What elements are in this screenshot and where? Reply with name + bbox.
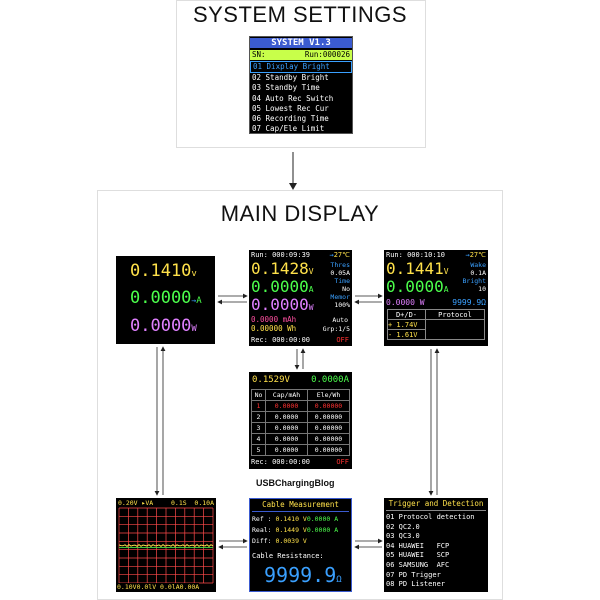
graph-plot	[118, 507, 214, 584]
main-run: Run: 000:09:39	[251, 251, 311, 259]
system-menu-item[interactable]: 07 Cap/Ele Limit	[252, 124, 325, 134]
dplus-table: D+/D- Protocol + 1.74V - 1.61V	[387, 309, 485, 340]
main-auto: Auto	[332, 316, 348, 324]
graph-top-mid: 0.1S	[171, 499, 187, 507]
main-voltage: 0.1428V	[251, 259, 314, 278]
dplus-screen: Run: 000:10:10 →27℃ 0.1441V 0.0000A Wake…	[384, 250, 488, 346]
system-settings-screen: SYSTEM V1.3 SN: Run:000026 01 Dixplay Br…	[249, 36, 353, 134]
dplus-voltage: 0.1441V	[386, 259, 449, 278]
trigger-menu-item[interactable]: 02 QC2.0	[386, 522, 420, 531]
side-label: Time	[334, 277, 350, 285]
dplus-power: 0.0000 W	[386, 298, 425, 307]
system-menu-item[interactable]: 02 Standby Bright	[252, 73, 329, 83]
trigger-title: Trigger and Detection	[388, 499, 484, 508]
main-mah: 0.0000 mAh	[251, 315, 297, 324]
trigger-screen: Trigger and Detection 01 Protocol detect…	[384, 498, 488, 592]
record-voltage: 0.1529V	[252, 375, 290, 385]
main-display-heading: MAIN DISPLAY	[220, 201, 380, 226]
system-menu-item[interactable]: 05 Lowest Rec Cur	[252, 103, 329, 113]
graph-top-right: 0.10A	[194, 499, 214, 507]
graph-screen: 0.20V ▸VA 0.1S 0.10A 0.10V0.0lV 0.0lA0.0…	[116, 498, 216, 592]
side-label: Thres	[330, 261, 350, 269]
side-label: No	[342, 285, 350, 293]
dminus-value: - 1.61V	[387, 329, 426, 340]
side-label: 0.1A	[470, 269, 486, 277]
simple-screen: 0.1410v 0.0000→A 0.0000W	[116, 256, 215, 344]
trigger-menu-item[interactable]: 03 QC3.0	[386, 532, 420, 541]
dplus-temp: →27℃	[465, 251, 486, 259]
side-label: Memor	[330, 293, 350, 301]
trigger-menu-item[interactable]: 06 SAMSUNG AFC	[386, 560, 450, 569]
cable-ref-row: Ref : 0.1410 V0.0000 A	[252, 515, 339, 523]
trigger-menu-item[interactable]: 08 PD Listener	[386, 580, 446, 589]
trigger-menu-item[interactable]: 05 HUAWEI SCP	[386, 551, 450, 560]
trigger-menu-item[interactable]: 04 HUAWEI FCP	[386, 541, 450, 550]
record-cell-ele: 0.00000	[307, 444, 350, 456]
cable-screen: Cable Measurement Ref : 0.1410 V0.0000 A…	[249, 498, 352, 592]
cable-resistance-value: 9999.9Ω	[264, 563, 342, 587]
cable-resistance-label: Cable Resistance:	[252, 552, 324, 560]
main-wh: 0.00000 Wh	[251, 324, 297, 333]
record-off: OFF	[336, 458, 349, 466]
dplus-run: Run: 000:10:10	[386, 251, 446, 259]
main-temp: →27℃	[329, 251, 350, 259]
side-label: 10	[478, 285, 486, 293]
credit-text: USBChargingBlog	[256, 478, 335, 488]
record-rec: Rec: 000:00:00	[251, 458, 311, 466]
system-run-label: Run:000026	[304, 50, 350, 59]
record-current: 0.0000A	[311, 375, 349, 385]
voltage-trace	[118, 543, 214, 548]
cable-real-row: Real: 0.1449 V0.0000 A	[252, 526, 339, 534]
dplus-current: 0.0000A	[386, 277, 449, 296]
main-grp: Grp:1/5	[322, 325, 350, 333]
system-title: SYSTEM V1.3	[250, 38, 352, 48]
side-label: 100%	[334, 301, 350, 309]
system-menu-item[interactable]: 06 Recording Time	[252, 114, 329, 124]
cable-title: Cable Measurement	[262, 500, 339, 509]
graph-bottom: 0.10V0.0lV 0.0lA0.00A	[117, 583, 200, 591]
system-settings-heading: SYSTEM SETTINGS	[192, 2, 408, 27]
simple-current: 0.0000→A	[130, 288, 202, 308]
dplus-resistance: 9999.9Ω	[452, 298, 486, 307]
system-sn-row: SN: Run:000026	[250, 50, 352, 60]
simple-voltage: 0.1410v	[130, 261, 197, 281]
table-row: + 1.74V	[387, 319, 485, 340]
system-sn-label: SN:	[252, 50, 266, 59]
system-menu-item[interactable]: 04 Auto Rec Switch	[252, 93, 334, 103]
arrow-down-icon	[289, 152, 297, 190]
cable-diff-row: Diff: 0.0039 V	[252, 537, 307, 545]
graph-top-left: 0.20V ▸VA	[118, 499, 154, 507]
trigger-menu-item[interactable]: 01 Protocol detection	[386, 513, 475, 521]
side-label: 0.05A	[330, 269, 350, 277]
protocol-cell	[425, 319, 485, 340]
system-menu-item[interactable]: 03 Standby Time	[252, 83, 320, 93]
main-current: 0.0000A	[251, 277, 314, 296]
side-label: Wake	[470, 261, 486, 269]
trigger-menu-item[interactable]: 07 PD Trigger	[386, 570, 441, 579]
main-off: OFF	[336, 336, 349, 344]
main-rec: Rec: 000:00:00	[251, 336, 311, 344]
main-power: 0.0000W	[251, 295, 314, 314]
main-screen: Run: 000:09:39 →27℃ 0.1428V 0.0000A 0.00…	[249, 250, 352, 346]
simple-power: 0.0000W	[130, 316, 197, 336]
record-cell-no: 5	[251, 444, 266, 456]
table-row: - 1.61V	[387, 329, 485, 340]
side-label: Bright	[462, 277, 486, 285]
system-menu-item[interactable]: 01 Dixplay Bright	[250, 61, 352, 74]
